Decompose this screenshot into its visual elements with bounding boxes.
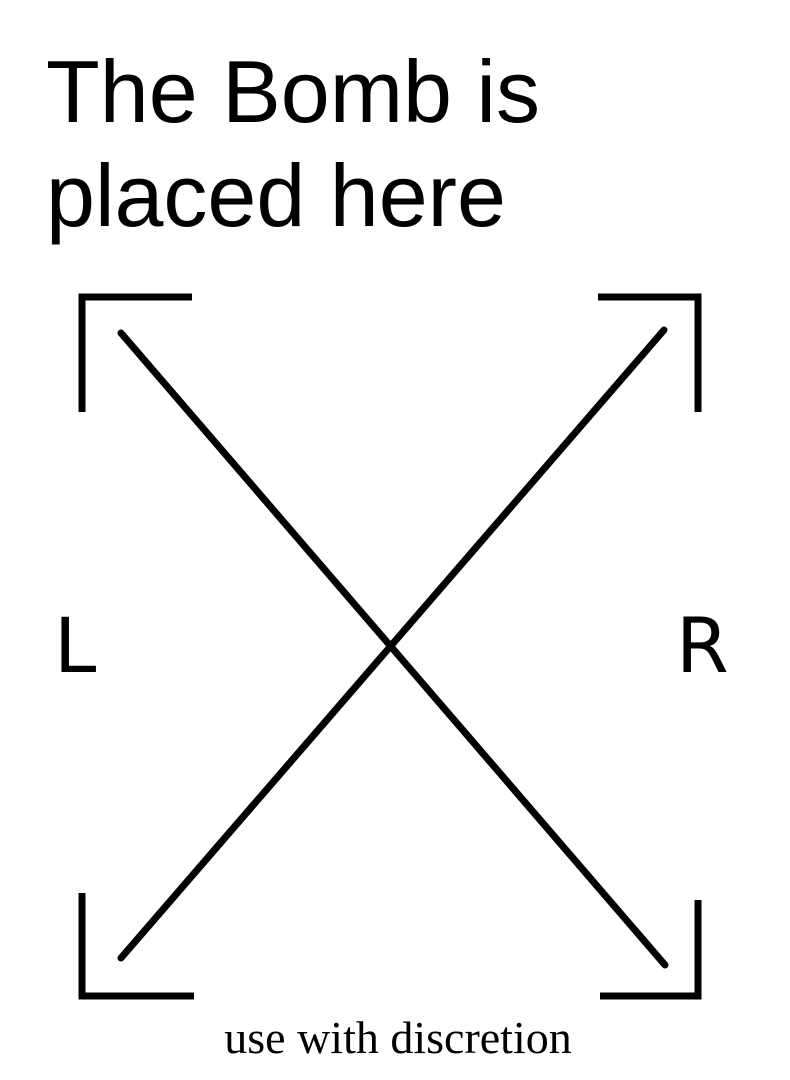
left-label: L (54, 601, 97, 690)
title-line-1: The Bomb is (46, 42, 540, 141)
corner-bracket-bottom-left (78, 893, 194, 1000)
caption: use with discretion (224, 1012, 572, 1063)
right-label: R (676, 601, 729, 690)
cross-line-descending (117, 329, 669, 969)
cross-line-ascending (117, 326, 668, 962)
corner-bracket-bottom-right (600, 900, 702, 1000)
title-line-2: placed here (46, 146, 506, 245)
corner-bracket-top-left (78, 293, 192, 412)
corner-bracket-top-right (598, 293, 702, 412)
title: The Bomb is placed here (46, 40, 766, 248)
